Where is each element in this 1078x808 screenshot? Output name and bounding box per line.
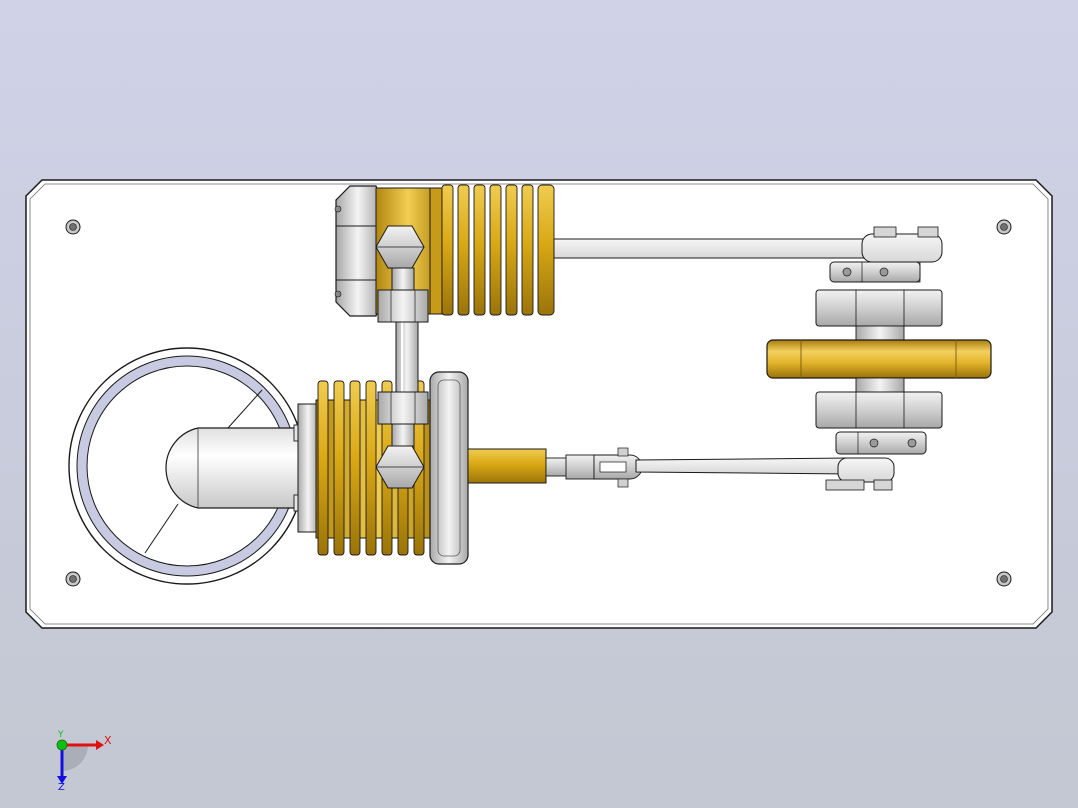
triad-y-label: Y [57,730,64,740]
screw-bottom-left [65,571,81,587]
triad-x-arrow [96,740,104,750]
screw-bottom-right [996,571,1012,587]
mounting-screws [65,219,1012,587]
triad-shadow [62,745,88,771]
triad-y-axis [56,739,68,751]
lower-hex-fitting[interactable] [375,391,429,489]
screw-top-left [65,219,81,235]
power-piston-rod[interactable] [467,448,569,484]
flywheel[interactable] [766,339,992,379]
clevis-joint[interactable] [565,447,643,488]
upper-cylinder-fins [441,184,555,316]
upper-crank-collar[interactable] [829,261,921,283]
triad-z-arrow [57,776,67,784]
lower-bearing-block[interactable] [815,377,943,429]
upper-hex-fitting[interactable] [375,225,429,323]
alcohol-burner[interactable] [165,424,305,512]
power-cylinder-flange[interactable] [429,371,469,565]
screw-top-right [996,219,1012,235]
lower-connecting-rod[interactable] [635,457,895,491]
transfer-pipe[interactable] [395,319,419,401]
upper-bearing-block[interactable] [815,289,943,341]
upper-connecting-rod[interactable] [553,226,943,283]
triad-z-label: Z [58,782,65,793]
axis-triad: X Y Z [56,730,112,793]
triad-x-label: X [104,734,112,747]
lower-crank-collar[interactable] [835,431,927,455]
